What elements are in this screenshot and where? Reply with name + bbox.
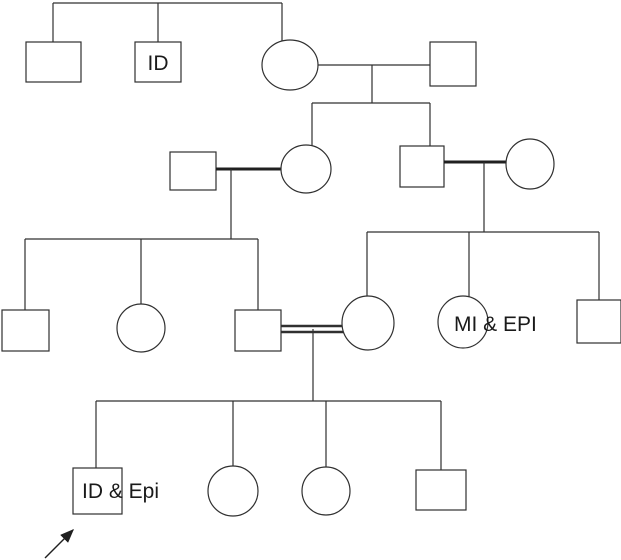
proband-label: ID & Epi: [82, 480, 159, 503]
proband-arrow-icon: [44, 529, 74, 559]
gen2-left-descent-lines: [24, 169, 259, 310]
gen3-affected-label: MI & EPI: [454, 313, 537, 336]
proband: ID & Epi: [72, 467, 159, 515]
gen2-female-right: [505, 138, 555, 190]
gen2-female-left: [280, 144, 332, 194]
gen1-sibship-lines: [52, 2, 283, 42]
gen2-male-right: [399, 145, 445, 188]
affected-male-symbol: [134, 41, 182, 83]
gen1-male-spouse: [429, 41, 477, 87]
gen3-male-1: [1, 309, 50, 352]
gen3-female-2: [341, 295, 395, 351]
gen4-female-2: [301, 466, 351, 516]
gen4-female-1: [207, 465, 259, 517]
gen3-descent-lines: [95, 329, 442, 470]
gen2-male-left: [169, 151, 217, 191]
gen3-female-affected: MI & EPI: [437, 295, 537, 349]
gen3-female-1: [116, 303, 166, 353]
affected-female-symbol: [437, 295, 489, 349]
gen1-descent-lines: [311, 65, 431, 147]
proband-symbol: [72, 467, 123, 515]
gen4-male-2: [415, 469, 467, 511]
gen2-right-descent-lines: [366, 162, 600, 300]
gen1-male-unaffected: [25, 41, 82, 83]
gen3-male-2: [234, 309, 282, 352]
gen1-male-affected: ID: [134, 41, 182, 83]
gen3-male-3: [576, 299, 621, 344]
gen1-female: [261, 39, 319, 91]
gen1-affected-label: ID: [148, 52, 169, 75]
